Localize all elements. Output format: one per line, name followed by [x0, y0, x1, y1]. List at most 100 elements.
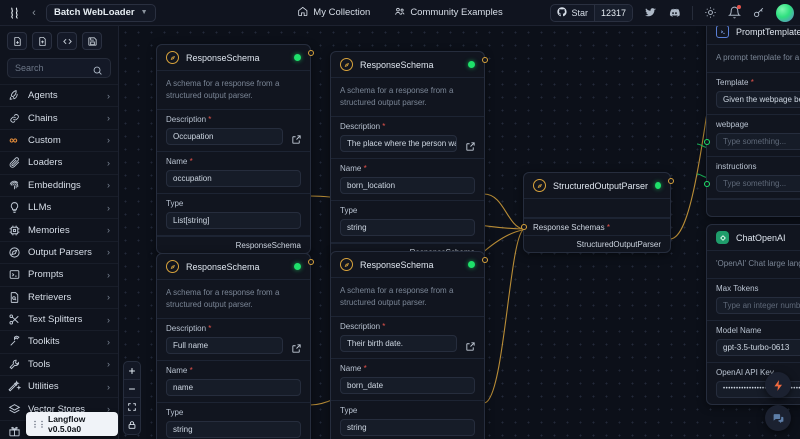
sun-theme-icon[interactable]: [704, 6, 717, 19]
sidebar-item-label: Utilities: [28, 381, 59, 393]
save-icon[interactable]: [82, 32, 102, 50]
node-response-schema-born-location[interactable]: ResponseSchema A schema for a response f…: [330, 51, 488, 262]
type-input[interactable]: List[string]: [166, 212, 301, 230]
webpage-input[interactable]: Type something...: [716, 132, 800, 150]
chevron-down-icon: ▼: [140, 9, 148, 16]
expand-field-icon[interactable]: [291, 341, 302, 353]
type-input[interactable]: string: [340, 219, 475, 237]
input-port[interactable]: [520, 224, 527, 230]
sidebar-item-output-parsers[interactable]: Output Parsers ›: [0, 240, 118, 263]
discord-icon[interactable]: [668, 6, 681, 19]
node-response-schema-born-date[interactable]: ResponseSchema A schema for a response f…: [330, 251, 488, 439]
zoom-out-button[interactable]: [124, 380, 140, 398]
sidebar-item-retrievers[interactable]: Retrievers ›: [0, 285, 118, 308]
infinity-icon: [8, 134, 21, 147]
sidebar-item-embeddings[interactable]: Embeddings ›: [0, 173, 118, 196]
node-header: StructuredOutputParser: [524, 173, 670, 199]
output-port[interactable]: [307, 259, 314, 265]
nav-community-examples[interactable]: Community Examples: [394, 6, 503, 20]
cpu-icon: [8, 224, 21, 237]
description-input[interactable]: Their birth date.: [340, 335, 457, 353]
sidebar-item-toolkits[interactable]: Toolkits ›: [0, 330, 118, 352]
expand-field-icon[interactable]: [291, 132, 302, 144]
output-port[interactable]: [667, 178, 674, 184]
description-input[interactable]: The place where the person was born.: [340, 135, 457, 153]
sidebar-item-memories[interactable]: Memories ›: [0, 218, 118, 240]
description-input[interactable]: Full name: [166, 337, 283, 355]
chevron-right-icon: ›: [107, 157, 110, 168]
node-title: ResponseSchema: [186, 52, 260, 63]
type-input[interactable]: string: [340, 419, 475, 437]
sidebar-item-text-splitters[interactable]: Text Splitters ›: [0, 307, 118, 330]
output-port[interactable]: [481, 57, 488, 63]
langflow-logo-icon[interactable]: [8, 6, 22, 20]
name-input[interactable]: born_location: [340, 177, 475, 195]
chevron-right-icon: ›: [107, 135, 110, 146]
template-input[interactable]: Given the webpage below, extract t: [716, 90, 800, 108]
field-label: Type: [166, 199, 184, 209]
lock-button[interactable]: [124, 416, 140, 434]
instructions-input-port[interactable]: [703, 180, 710, 187]
type-input[interactable]: string: [166, 421, 301, 439]
chat-button[interactable]: [765, 405, 791, 431]
sidebar-item-llms[interactable]: LLMs ›: [0, 195, 118, 218]
twitter-icon[interactable]: [644, 6, 657, 19]
name-input[interactable]: name: [166, 379, 301, 397]
flow-canvas[interactable]: ResponseSchema A schema for a response f…: [119, 26, 800, 439]
node-description: 'OpenAI' Chat large language mode: [707, 251, 800, 279]
field-description: Description * Occupation: [157, 110, 310, 153]
webpage-input-port[interactable]: [703, 138, 710, 145]
expand-field-icon[interactable]: [465, 139, 476, 151]
nav-my-collection[interactable]: My Collection: [297, 6, 370, 20]
search-box[interactable]: [7, 58, 111, 78]
sidebar-item-prompts[interactable]: Prompts ›: [0, 263, 118, 285]
name-input[interactable]: born_date: [340, 377, 475, 395]
node-response-schema-occupation[interactable]: ResponseSchema A schema for a response f…: [156, 44, 314, 255]
sidebar-item-agents[interactable]: Agents ›: [0, 84, 118, 106]
sidebar-item-utilities[interactable]: Utilities ›: [0, 375, 118, 397]
zoom-in-button[interactable]: [124, 362, 140, 380]
model-name-input[interactable]: gpt-3.5-turbo-0613: [716, 338, 800, 356]
wand-icon: [8, 380, 21, 393]
description-input[interactable]: Occupation: [166, 128, 283, 146]
compass-icon: [166, 260, 179, 273]
flow-name-chip[interactable]: Batch WebLoader ▼: [46, 3, 156, 22]
compass-icon: [533, 179, 546, 192]
user-avatar[interactable]: [776, 3, 794, 22]
fit-view-button[interactable]: [124, 398, 140, 416]
sidebar-item-chains[interactable]: Chains ›: [0, 106, 118, 128]
build-button[interactable]: [765, 372, 791, 398]
sidebar-item-label: Loaders: [28, 157, 63, 169]
name-input[interactable]: occupation: [166, 170, 301, 188]
node-response-schema-name[interactable]: ResponseSchema A schema for a response f…: [156, 253, 314, 439]
sidebar-item-custom[interactable]: Custom ›: [0, 128, 118, 151]
export-flow-icon[interactable]: [32, 32, 52, 50]
field-description: Description * The place where the person…: [331, 117, 484, 160]
sidebar-item-loaders[interactable]: Loaders ›: [0, 151, 118, 173]
field-label: instructions: [716, 161, 757, 171]
back-button[interactable]: ‹: [32, 6, 36, 19]
github-star-button[interactable]: Star 12317: [550, 3, 633, 22]
node-prompt-template[interactable]: PromptTemplate A prompt template for a l…: [703, 26, 800, 217]
key-icon[interactable]: [752, 6, 765, 19]
field-label: Name *: [166, 157, 193, 167]
version-badge[interactable]: ⋮⋮ Langflow v0.5.0a0: [26, 412, 118, 436]
output-port[interactable]: [307, 50, 314, 56]
max-tokens-input[interactable]: Type an integer number: [716, 296, 800, 314]
instructions-input[interactable]: Type something...: [716, 174, 800, 192]
expand-field-icon[interactable]: [465, 339, 476, 351]
sidebar-item-label: Memories: [28, 224, 70, 236]
output-port[interactable]: [481, 257, 488, 263]
node-structured-output-parser[interactable]: StructuredOutputParser Response Schemas …: [520, 172, 674, 253]
bell-notification-icon[interactable]: [728, 5, 741, 19]
search-input[interactable]: [15, 63, 92, 73]
field-label: Type: [166, 408, 184, 418]
import-flow-icon[interactable]: [7, 32, 27, 50]
code-icon[interactable]: [57, 32, 77, 50]
sidebar-item-vector-stores[interactable]: Vector Stores ›: [0, 397, 118, 419]
status-badge: [294, 54, 301, 61]
node-chat-openai[interactable]: ChatOpenAI 'OpenAI' Chat large language …: [706, 224, 800, 405]
node-header: ResponseSchema: [157, 254, 310, 280]
sidebar-item-tools[interactable]: Tools ›: [0, 352, 118, 375]
node-header: PromptTemplate: [707, 26, 800, 45]
